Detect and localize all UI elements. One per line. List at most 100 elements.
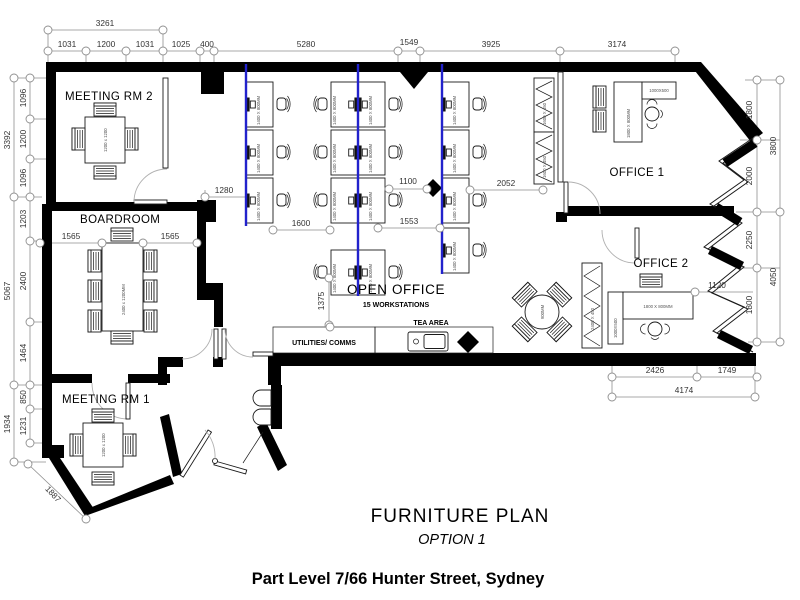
desk-label: 1400 X 800MM	[256, 191, 261, 221]
desk-label: 1400 X 800MM	[332, 143, 337, 173]
dim-text: 2400	[18, 271, 28, 290]
room-label-utilities: UTILITIES/ COMMS	[292, 340, 356, 347]
room-label-meeting1: MEETING RM 1	[62, 394, 150, 406]
dim-text: 1100	[399, 176, 417, 186]
plan-option: OPTION 1	[418, 532, 486, 548]
desk-label: 1400 X 800MM	[368, 95, 373, 125]
dim-text: 1553	[400, 216, 419, 226]
desk-label: 1400 X 800MM	[452, 241, 457, 271]
title-block: FURNITURE PLAN OPTION 1 Part Level 7/66 …	[252, 506, 550, 588]
toilet-fixture-2	[252, 408, 272, 426]
door-leaf-corridor-a	[213, 328, 219, 360]
desk-label: 1400 X 800MM	[452, 95, 457, 125]
cabinet-label: 2400 X 450	[590, 307, 595, 330]
toilet-fixture-1	[252, 389, 272, 407]
open-office-workstations: 1400 X 800MM 1400 X 800MM 1400 X 800MM 1…	[244, 64, 486, 296]
workstation-count-label: 15 WORKSTATIONS	[363, 302, 430, 309]
desk-label: 1400 X 800MM	[368, 143, 373, 173]
partitions-doors	[91, 71, 640, 478]
dim-text: 3925	[482, 39, 501, 49]
dimension-texts: 3261 1031 1200 1031 1025 400 5280 1549 3…	[2, 18, 778, 504]
table-size-label: 1200 x 1200	[101, 433, 106, 457]
dim-text: 400	[200, 39, 214, 49]
partition-meeting2	[162, 77, 169, 169]
dim-text: 3392	[2, 130, 12, 149]
office2-desk	[622, 291, 694, 320]
desk-size-label: 1800 X 800MM	[626, 108, 631, 138]
desk-label: 1400 X 800MM	[256, 143, 261, 173]
dim-text: 1200	[18, 129, 28, 148]
room-label-office1: OFFICE 1	[610, 167, 665, 179]
table-size-label: 2400 x 1200MM	[121, 284, 126, 315]
desk-label: 1400 X 800MM	[256, 95, 261, 125]
dim-text: 1887	[43, 484, 63, 505]
dim-text: 1600	[292, 218, 311, 228]
dim-text: 1200	[97, 39, 116, 49]
meeting-room-1-furniture: 1200 x 1200	[69, 408, 137, 486]
door-leaf-corridor-b	[221, 328, 227, 360]
meeting-room-2-furniture: 1200 x 1200	[71, 102, 139, 180]
entry-door-leaf-2	[213, 460, 248, 475]
door-leaf-office1	[563, 181, 569, 214]
dim-text: 4174	[675, 385, 694, 395]
dim-text: 1031	[58, 39, 77, 49]
desk-label: 1400 X 800MM	[452, 143, 457, 173]
desk-label: 1400 X 800MM	[368, 191, 373, 221]
dim-text: 850	[18, 390, 28, 404]
desk-label: 1400 X 800MM	[368, 263, 373, 293]
grid-circles	[9, 25, 785, 524]
dim-text: 1203	[18, 209, 28, 228]
dim-text: 2052	[497, 178, 516, 188]
dim-text: 1800	[744, 295, 754, 314]
dim-text: 1565	[62, 231, 81, 241]
dim-text: 1096	[18, 168, 28, 187]
dim-text: 3800	[768, 136, 778, 155]
dim-text: 5067	[2, 281, 12, 300]
dim-text: 1934	[2, 414, 12, 433]
walls	[42, 62, 763, 516]
dim-text: 1120	[708, 280, 726, 290]
dim-text: 1375	[316, 291, 326, 310]
zigzag-facade	[703, 137, 758, 355]
desk-size-label: 1800 X 800MM	[643, 304, 673, 309]
dim-text: 1280	[215, 185, 234, 195]
dim-text: 3174	[608, 39, 627, 49]
dim-text: 1549	[400, 37, 419, 47]
office2-furniture: 2400 X 450 1000X500 1800 X 800MM	[581, 262, 694, 349]
round-table	[524, 294, 560, 330]
office1-furniture: 1800 X 800MM 1000X500	[592, 81, 677, 143]
utilities-tea	[272, 326, 494, 354]
desk-label: 1400 X 800MM	[332, 263, 337, 293]
return-size-label: 1000X500	[613, 318, 618, 338]
plan-address: Part Level 7/66 Hunter Street, Sydney	[252, 570, 545, 588]
office1-desk	[613, 81, 643, 143]
room-labels: MEETING RM 2 BOARDROOM MEETING RM 1 OPEN…	[62, 91, 688, 406]
dim-text: 1800	[744, 100, 754, 119]
room-label-boardroom: BOARDROOM	[80, 214, 160, 226]
board-table	[101, 242, 144, 332]
table-size-label: 900MM	[540, 304, 545, 319]
column-triangle	[400, 72, 428, 89]
dim-text: 1231	[18, 416, 28, 435]
dim-text: 1749	[718, 365, 737, 375]
dim-text: 1096	[18, 88, 28, 107]
entry-door-leaf-1	[179, 429, 213, 478]
dim-text: 1565	[161, 231, 180, 241]
sink	[407, 331, 449, 352]
desk-label: 1400 X 800MM	[332, 95, 337, 125]
room-label-meeting2: MEETING RM 2	[65, 91, 153, 103]
plan-title: FURNITURE PLAN	[371, 506, 550, 527]
boardroom-furniture: 2400 x 1200MM	[87, 227, 158, 345]
column-diamond-2	[457, 331, 479, 353]
room-label-tea-area: TEA AREA	[413, 320, 448, 327]
cabinet-2	[533, 131, 555, 185]
partition-office1	[557, 71, 564, 183]
return-size-label: 1000X500	[649, 88, 669, 93]
door-leaf-meeting1	[125, 382, 131, 420]
dim-text: 1464	[18, 343, 28, 362]
desk-label: 1400 X 800MM	[332, 191, 337, 221]
dim-text: 1031	[136, 39, 155, 49]
tea-counter	[374, 326, 494, 354]
dim-text: 2250	[744, 230, 754, 249]
